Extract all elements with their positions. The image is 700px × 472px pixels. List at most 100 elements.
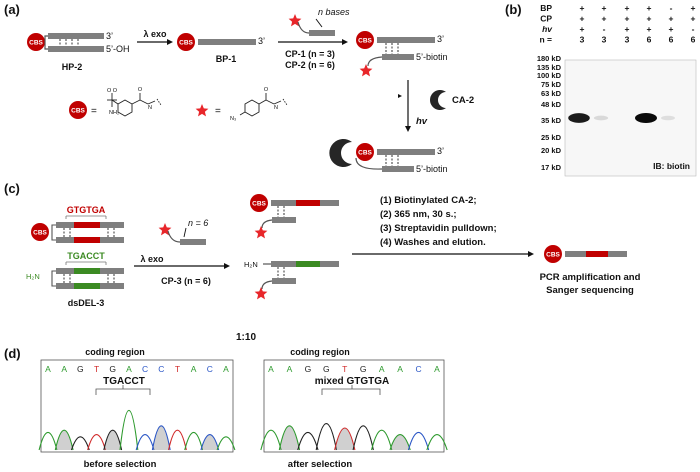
hp2-label: HP-2 <box>62 62 83 72</box>
bracket-before <box>95 385 151 395</box>
complex-red: CBS <box>250 194 339 239</box>
cbs-circle <box>31 223 49 241</box>
trace-peak <box>135 434 155 451</box>
trace-peak <box>315 423 338 451</box>
hairpin-loop <box>51 224 56 241</box>
ca2-bound-icon <box>329 139 352 167</box>
complex-green: H₂N <box>244 260 339 300</box>
dsdel3-label: dsDEL-3 <box>68 298 105 308</box>
base-call: A <box>45 364 51 374</box>
basepairs <box>277 267 285 278</box>
marker-label: 35 kD <box>541 116 562 125</box>
blot-bands <box>568 113 675 123</box>
cp-strand <box>272 278 296 284</box>
cp-linker <box>367 56 383 67</box>
marker-label: 20 kD <box>541 146 562 155</box>
blot-cell: 6 <box>691 35 696 45</box>
step-1: (1) Biotinylated CA-2; <box>380 195 477 206</box>
panel-c-label: (c) <box>4 181 20 196</box>
blot-band <box>593 115 609 121</box>
blot-band <box>661 115 675 121</box>
blot-cell: + <box>580 14 585 24</box>
blot-cell: - <box>670 3 673 13</box>
cbs-label: CBS <box>546 252 560 259</box>
cbs-label: CBS <box>252 201 266 208</box>
seq-after: mixed GTGTGA <box>315 376 389 387</box>
hairpin-loop <box>51 270 56 287</box>
trace-peak <box>87 434 106 451</box>
base-call: T <box>175 364 180 374</box>
trace-peak <box>38 431 58 451</box>
base-call: A <box>268 364 274 374</box>
ca2-label: CA-2 <box>452 95 474 106</box>
equals-sign: = <box>91 106 97 117</box>
trace-peak <box>389 434 411 451</box>
n6-label: n = 6 <box>188 218 208 228</box>
blot-cell: + <box>625 14 630 24</box>
photo-crosslinker-star <box>158 223 172 236</box>
base-call: A <box>379 364 385 374</box>
basepairs <box>63 228 115 237</box>
base-call: G <box>323 364 330 374</box>
code-red-segment <box>74 237 100 243</box>
cbs-circle <box>544 245 562 263</box>
n6-pointer <box>183 227 187 238</box>
hp2-basepairs <box>59 39 79 46</box>
blot-row-label: CP <box>540 14 552 24</box>
trace-before <box>38 410 236 451</box>
cbs-circle <box>177 33 195 51</box>
bp-strand <box>377 37 435 43</box>
probe-cp3: n = 6 <box>158 218 208 245</box>
arrow-lambda-exo <box>137 39 173 45</box>
cbs-structure-atom: O <box>138 87 143 93</box>
code-green-segment <box>74 268 100 274</box>
blot-cell: - <box>603 24 606 34</box>
bp-strand <box>377 149 435 155</box>
base-call: A <box>61 364 67 374</box>
lambda-exo-label: λ exo <box>143 29 167 39</box>
probe-strand <box>180 239 206 245</box>
cbs-label: CBS <box>71 108 85 115</box>
trace-peak <box>260 429 282 451</box>
trace-peak <box>184 431 204 451</box>
coding-region-after: coding region <box>290 347 350 357</box>
marker-label: 135 kD <box>537 63 562 72</box>
hv-label: hv <box>416 116 428 127</box>
hp2-loop <box>44 35 48 50</box>
blot-cell: 6 <box>669 35 674 45</box>
trace-peak <box>334 427 356 451</box>
cp-linker <box>261 280 273 290</box>
marker-label: 180 kD <box>537 54 562 63</box>
trace-peak <box>352 425 374 451</box>
arrow-ca2-hv <box>398 80 411 132</box>
blot-cell: 3 <box>625 35 630 45</box>
base-call: A <box>397 364 403 374</box>
bp1-label: BP-1 <box>216 54 237 64</box>
dsdel-green: TGACCT H₂N dsDEL-3 <box>26 251 124 308</box>
blot-cell: + <box>691 3 696 13</box>
cbs-circle <box>356 143 374 161</box>
cbs-label: CBS <box>358 38 372 45</box>
chromatogram-before <box>40 359 234 453</box>
selected-product: CBS PCR amplification and Sanger sequenc… <box>540 245 641 296</box>
ratio-label: 1:10 <box>236 332 256 343</box>
base-call: G <box>77 364 84 374</box>
cbs-label: CBS <box>29 40 43 47</box>
cbs-structure <box>107 93 162 117</box>
arrow-lambda-exo-c <box>134 263 230 269</box>
photo-crosslinker-star <box>254 226 268 239</box>
base-call: T <box>342 364 347 374</box>
lambda-exo-label: λ exo <box>140 254 164 264</box>
ca2-icon <box>430 90 446 110</box>
code-red-label: GTGTGA <box>67 205 106 215</box>
bp1-strand <box>198 39 256 45</box>
photo-crosslinker-star <box>288 14 302 27</box>
cp-linker <box>261 219 273 229</box>
dsdel-red: GTGTGA CBS <box>31 205 124 243</box>
hp2-5prime-oh: 5’-OH <box>106 44 130 54</box>
complex-5prime-biotin: 5’-biotin <box>416 52 448 62</box>
marker-label: 25 kD <box>541 133 562 142</box>
panel-a: (a) CBS 3’ 5’-OH HP-2 λ exo CBS <box>4 2 474 174</box>
